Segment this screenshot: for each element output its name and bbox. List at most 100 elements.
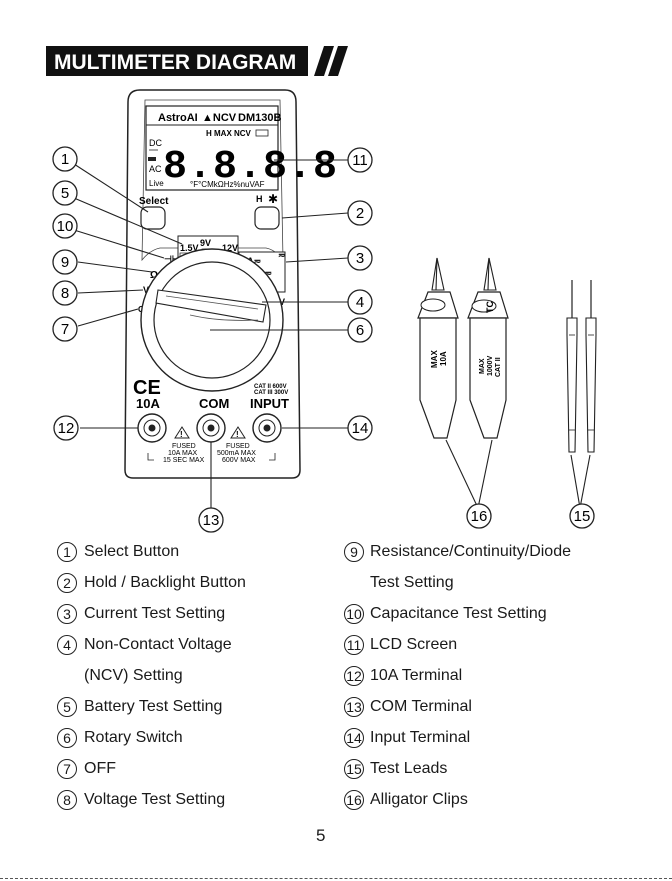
dial-ohm-label: Ω (150, 270, 158, 281)
legend-item: Current Test Setting (84, 605, 226, 622)
dial-volt-label: V (143, 285, 149, 295)
callout-10: 10 (52, 213, 78, 239)
hold-button-group: H ✱ (254, 192, 280, 230)
callout-8: 8 (52, 280, 78, 306)
fuse-right-3: 600V MAX (222, 457, 256, 464)
svg-text:!: ! (236, 430, 239, 439)
alligator-clip-right: TC MAX 1000V CAT II (467, 257, 509, 439)
select-button[interactable] (140, 206, 166, 230)
lcd-screen: AstroAI ▲NCV DM130B H MAX NCV DC AC Live… (145, 105, 338, 191)
terminal-label-com: COM (199, 396, 229, 411)
terminals-area: CE 10A COM INPUT CAT II 600V CAT III 300… (133, 377, 289, 464)
callout-3: 3 (347, 245, 373, 271)
left-clip-label-1: MAX (430, 350, 439, 368)
title-banner: MULTIMETER DIAGRAM (46, 46, 348, 76)
fuse-left-2: 10A MAX (168, 450, 198, 457)
lcd-live-label: Live (149, 179, 164, 188)
terminal-label-input: INPUT (250, 396, 289, 411)
legend-item: LCD Screen (370, 636, 458, 653)
legend-num: 9 (344, 542, 364, 562)
lcd-dc-label: DC (149, 138, 162, 148)
svg-text:≂: ≂ (278, 250, 286, 260)
brand-label: AstroAI (158, 112, 198, 124)
legend-item: Rotary Switch (84, 729, 183, 746)
legend-num: 13 (344, 697, 364, 717)
test-lead-left (566, 280, 578, 453)
callout-6: 6 (347, 317, 373, 343)
select-label: Select (139, 196, 169, 207)
backlight-icon: ✱ (268, 192, 278, 206)
legend-num: 7 (57, 759, 77, 779)
callout-4: 4 (347, 289, 373, 315)
callout-16: 16 (466, 503, 492, 529)
callout-2: 2 (347, 200, 373, 226)
legend-item-continued: (NCV) Setting (84, 667, 183, 684)
legend-item-continued: Test Setting (370, 574, 454, 591)
callout-13: 13 (198, 507, 224, 533)
legend-item: COM Terminal (370, 698, 472, 715)
callout-11: 11 (347, 147, 373, 173)
dial-cap-label: ⊣⊢ (164, 254, 180, 264)
title-text: MULTIMETER DIAGRAM (54, 51, 296, 74)
svg-text:1: 1 (61, 151, 69, 168)
battery-label-2: 9V (200, 238, 211, 248)
svg-text:8: 8 (61, 285, 69, 302)
right-clip-label-1: MAX (479, 358, 486, 374)
select-button-group: Select (139, 196, 169, 230)
svg-text:3: 3 (356, 250, 364, 267)
svg-text:!: ! (180, 430, 183, 439)
svg-text:7: 7 (61, 321, 69, 338)
hold-icon: H (256, 194, 263, 204)
legend-num: 8 (57, 790, 77, 810)
lcd-ac-label: AC (149, 164, 162, 174)
leader-lines (73, 159, 591, 509)
callout-1: 1 (52, 146, 78, 172)
legend-item: Input Terminal (370, 729, 471, 746)
legend-item: OFF (84, 760, 116, 777)
legend-num: 5 (57, 697, 77, 717)
legend-item: Alligator Clips (370, 791, 468, 808)
svg-text:11: 11 (352, 152, 368, 169)
left-clip-label-2: 10A (439, 351, 448, 366)
cat-rating-2: CAT III 300V (254, 390, 288, 396)
legend-num: 2 (57, 573, 77, 593)
right-clip-label-2: 1000V (487, 355, 494, 376)
legend-num: 1 (57, 542, 77, 562)
rotary-switch-knob[interactable] (153, 261, 271, 379)
legend-item: Hold / Backlight Button (84, 574, 246, 591)
svg-text:4: 4 (356, 294, 364, 311)
callout-5: 5 (52, 180, 78, 206)
cat-rating-1: CAT II 600V (254, 384, 287, 390)
ce-mark: CE (133, 377, 161, 399)
callouts: 1 5 10 9 8 7 12 11 2 3 4 6 14 13 16 15 (52, 146, 595, 533)
legend-num: 6 (57, 728, 77, 748)
svg-text:15: 15 (574, 508, 591, 525)
bottom-rule (0, 878, 672, 879)
svg-text:6: 6 (356, 322, 364, 339)
legend-item: Voltage Test Setting (84, 791, 226, 808)
svg-text:14: 14 (352, 420, 369, 437)
lcd-units: °F°CMkΩHz%nuVAF (190, 180, 265, 189)
svg-text:9: 9 (61, 254, 69, 271)
ncv-mark: ▲NCV (202, 112, 237, 124)
right-clip-tag: TC (485, 301, 495, 313)
multimeter-diagram: MULTIMETER DIAGRAM AstroAI ▲NCV DM130B H… (46, 46, 597, 533)
terminal-label-10a: 10A (136, 396, 160, 411)
legend-item: Select Button (84, 543, 180, 560)
right-clip-label-3: CAT II (495, 357, 502, 377)
legend-item: Test Leads (370, 760, 448, 777)
legend-num: 3 (57, 604, 77, 624)
legend-item: 10A Terminal (370, 667, 463, 684)
fuse-left-1: FUSED (172, 443, 196, 450)
alligator-clip-left: MAX 10A (417, 257, 459, 439)
legend-num: 14 (344, 728, 364, 748)
legend-item: Resistance/Continuity/Diode (370, 543, 571, 560)
svg-text:10: 10 (57, 218, 74, 235)
warning-icon (230, 426, 246, 439)
hold-button[interactable] (254, 206, 280, 230)
lcd-digits: 8.8.8.8 (163, 145, 338, 190)
legend-num: 10 (344, 604, 364, 624)
legend-num: 15 (344, 759, 364, 779)
fuse-right-2: 500mA MAX (217, 450, 256, 457)
legend-num: 12 (344, 666, 364, 686)
